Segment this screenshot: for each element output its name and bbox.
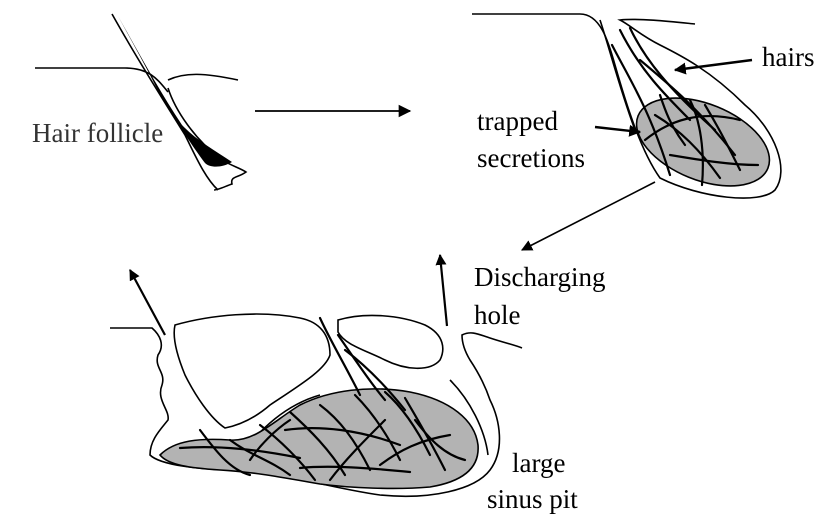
secretions-pointer — [595, 127, 640, 132]
discharging-label-line2: hole — [474, 302, 521, 329]
progress-arrow-2 — [522, 182, 655, 250]
discharging-label-line1: Discharging — [474, 264, 605, 291]
discharge-arrow-left — [130, 270, 165, 335]
sinus-label-line2: sinus pit — [487, 486, 578, 513]
discharge-arrow-right — [440, 255, 447, 326]
sinus-label-line1: large — [512, 450, 565, 477]
hair-follicle-label: Hair follicle — [32, 120, 163, 147]
hairs-label: hairs — [762, 44, 814, 71]
trapped-label-line2: secretions — [477, 145, 585, 172]
trapped-label-line1: trapped — [477, 108, 558, 135]
hairs-pointer — [675, 60, 752, 70]
